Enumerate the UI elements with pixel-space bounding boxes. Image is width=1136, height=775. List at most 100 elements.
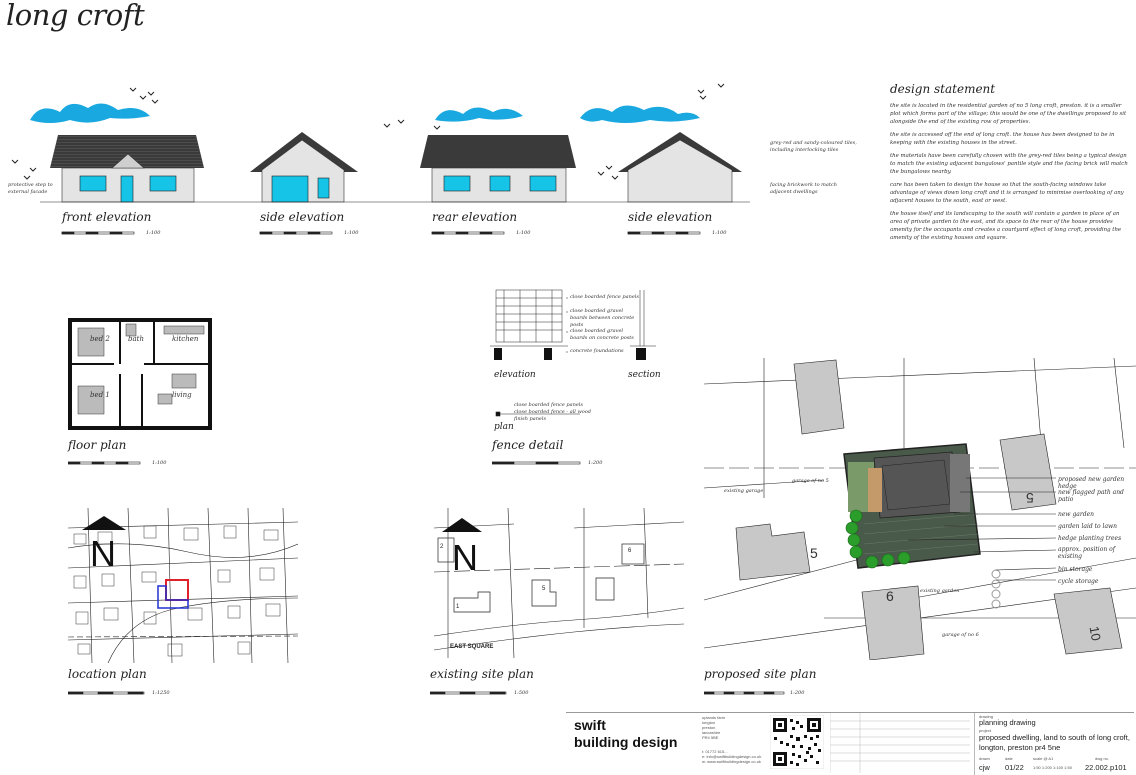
design-statement-heading: design statement [890, 82, 996, 96]
legend-item-6: approx. position of existing [1058, 546, 1115, 560]
contact-web: w: www.swiftbuildingdesign.co.uk [702, 759, 761, 764]
side-elevation-2-label: side elevation [628, 210, 713, 224]
location-plan-map: N [68, 508, 298, 663]
proposed-scale-label: 1:200 [790, 690, 805, 696]
drawing-title: planning drawing [979, 718, 1036, 727]
scale-bars [61, 231, 701, 235]
proposed-house-10: 10 [1086, 625, 1104, 642]
fence-plan-label: plan [494, 422, 514, 432]
location-plan-label: location plan [68, 667, 147, 681]
fence-detail-drawing [490, 289, 656, 417]
proposed-site-plan-label: proposed site plan [704, 667, 817, 681]
room-label-kitchen: kitchen [172, 335, 199, 343]
existing-street-name: EAST SQUARE [450, 644, 494, 650]
statement-paragraph: the site is located in the residential g… [890, 103, 1127, 125]
qr-code [770, 715, 824, 769]
front-elevation-house [50, 135, 204, 203]
drawing-number-caption: dwg no. [1095, 756, 1110, 761]
address-line: longton [702, 720, 716, 725]
proposed-note-1: existing garage [724, 488, 764, 494]
side-elevation-2-house [618, 132, 742, 203]
contact-phone: t: 01772 615... [702, 749, 728, 754]
project-caption: project [979, 728, 992, 733]
legend-item-4: garden laid to lawn [1058, 523, 1118, 530]
existing-site-plan-map: N [434, 508, 684, 658]
address-line: uplands farm [702, 715, 726, 720]
floor-plan-scale-label: 1:100 [152, 460, 167, 466]
side-elevation-1-house [250, 132, 358, 203]
fence-plan-note-2: close boarded fence - all wood finish pa… [514, 409, 591, 422]
company-contact: t: 01772 615... e: info@swiftbuildingdes… [702, 749, 764, 764]
address-line: preston [702, 725, 716, 730]
legend-item-2: new flagged path and patio [1058, 489, 1124, 503]
room-label-living: living [172, 391, 192, 399]
existing-house-1: 1 [456, 604, 460, 610]
scale-label-rear: 1:100 [516, 230, 531, 236]
legend-item-7: bin storage [1058, 566, 1093, 573]
proposed-site-plan-map [704, 358, 1136, 660]
room-label-bath: bath [128, 335, 144, 343]
scale-label-front: 1:100 [146, 230, 161, 236]
drawing-title-caption: drawing [979, 714, 994, 719]
fence-note-2: close boarded gravel boards between conc… [570, 308, 635, 328]
proposed-note-4: garage of no 6 [942, 632, 979, 638]
floor-plan-label: floor plan [68, 438, 127, 452]
rear-elevation-label: rear elevation [432, 210, 518, 224]
statement-paragraph: care has been taken to design the house … [890, 182, 1124, 204]
proposed-house-5b: 5 [1026, 490, 1034, 506]
north-arrow-location: N [82, 516, 126, 574]
statement-paragraph: the materials have been carefully chosen… [890, 153, 1128, 175]
fence-scale-label: 1:200 [588, 460, 603, 466]
existing-house-5: 5 [542, 586, 546, 592]
side-elevation-note-roof: grey-red and sandy-coloured tiles, inclu… [770, 140, 857, 153]
proposed-note-3: existing garden [920, 588, 960, 594]
scale-label-side1: 1:100 [344, 230, 359, 236]
existing-scale-bar [430, 691, 507, 695]
legend-item-3: new garden [1058, 511, 1094, 518]
proposed-house-5: 5 [810, 545, 818, 561]
statement-paragraph: the house itself and its landscaping to … [890, 211, 1122, 241]
drawing-number: 22.002.p101 [1085, 763, 1127, 772]
room-label-bed2: bed 2 [90, 335, 110, 343]
address-line: PR4 5BE [702, 735, 719, 740]
clouds [30, 103, 700, 123]
north-arrow-existing: N [442, 518, 482, 578]
company-name-line2: building design [574, 734, 678, 750]
company-address: uplands farm longton preston lancashire … [702, 715, 752, 740]
fence-detail-label: fence detail [492, 438, 564, 452]
location-scale-bar [68, 691, 145, 695]
fence-note-3: close boarded gravel boards on concrete … [570, 328, 634, 341]
front-elevation-label: front elevation [62, 210, 152, 224]
project-title: long croft [6, 0, 145, 32]
existing-scale-label: 1:500 [514, 690, 529, 696]
existing-house-6: 6 [628, 548, 632, 554]
elevations-drawing [11, 83, 750, 203]
address-line: lancashire [702, 730, 721, 735]
contact-email: e: info@swiftbuildingdesign.co.uk [702, 754, 762, 759]
scale-caption: scale @ A1 [1033, 756, 1054, 761]
birds [11, 83, 725, 180]
title-block: swift building design uplands farm longt… [566, 712, 1134, 775]
legend-item-8: cycle storage [1058, 578, 1099, 585]
floor-plan-scale-bar [68, 461, 141, 465]
drawing-info: drawing planning drawing project propose… [974, 713, 1135, 775]
legend-item-1: proposed new garden hedge [1058, 476, 1125, 490]
proposed-house-6: 6 [886, 588, 894, 604]
scale-label-side2: 1:100 [712, 230, 727, 236]
drawing-scale: 1:50 1:200 1:100 1:50 [1033, 765, 1072, 770]
fence-note-1: close boarded fence panels [570, 294, 639, 300]
legend-item-5: hedge planting trees [1058, 535, 1122, 542]
fence-scale-bar [492, 461, 581, 465]
proposed-scale-bar [704, 691, 785, 695]
project-line-2: longton, preston pr4 5ne [979, 743, 1061, 752]
fence-note-4: concrete foundations [570, 348, 624, 354]
drawn-caption: drawn [979, 756, 990, 761]
rear-elevation-house [420, 135, 576, 203]
proposed-note-2: garage of no 5 [792, 478, 829, 484]
design-statement: design statement the site is located in … [890, 82, 1132, 247]
floor-plan-drawing [68, 318, 212, 430]
fence-elevation-label: elevation [494, 370, 536, 380]
front-elevation-note: protective step to external facade [8, 182, 53, 195]
drawing-date: 01/22 [1005, 763, 1024, 772]
existing-house-2: 2 [440, 544, 444, 550]
